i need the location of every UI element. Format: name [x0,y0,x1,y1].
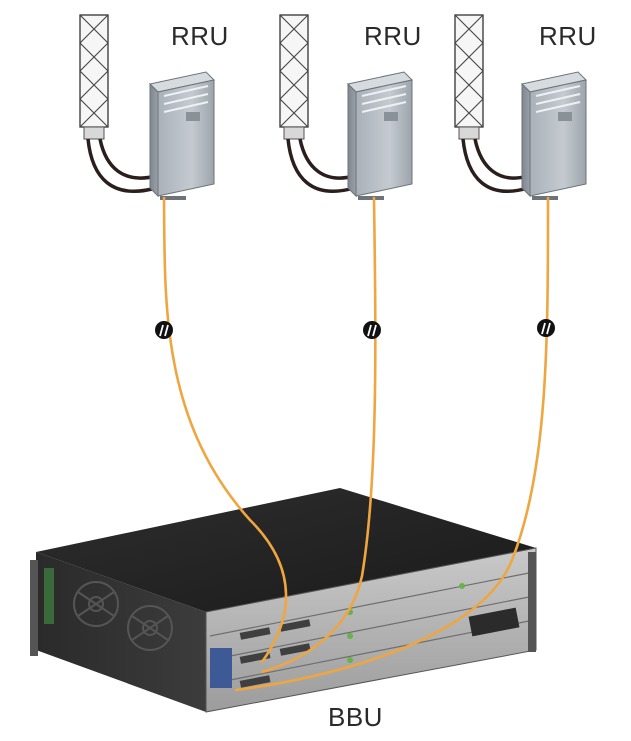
fiber-cable-2 [260,196,377,674]
fan-icon [73,581,173,651]
port-connectors [210,607,520,688]
rf-jumper-cables-3 [461,138,529,194]
fiber-cable-1 [162,196,288,664]
rru-label-3: RRU [539,21,597,51]
antenna-1 [79,14,109,140]
rf-jumper-cables-2 [286,138,355,194]
rru-label-2: RRU [364,21,422,51]
rf-jumper-cables-1 [86,138,157,194]
bbu-label: BBU [328,702,383,732]
bbu-chassis [30,488,537,713]
antenna-3 [454,14,484,140]
rru-device-2 [346,71,414,200]
rru-device-1 [148,71,216,200]
status-leds [347,583,465,663]
fiber-connector-icon [155,321,173,339]
fiber-connector-icon [363,321,381,339]
rru-label-1: RRU [171,21,229,51]
fiber-connector-icon [537,319,555,337]
antenna-2 [279,14,309,140]
rru-device-3 [520,71,588,200]
